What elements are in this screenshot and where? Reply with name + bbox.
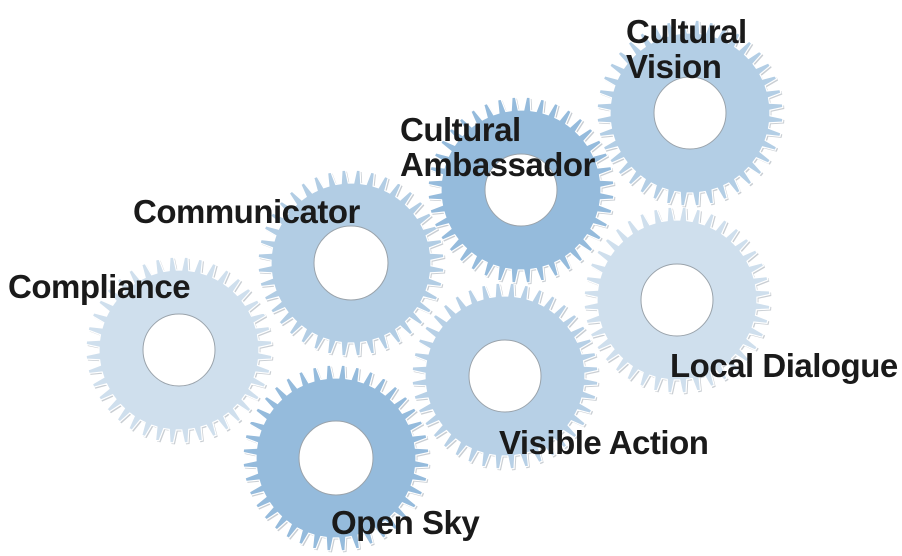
label-line: Local Dialogue	[670, 347, 898, 384]
label-local-dialogue: Local Dialogue	[670, 348, 898, 383]
gear-hole	[298, 420, 374, 496]
gear-visible-action	[411, 282, 600, 471]
label-line: Open Sky	[331, 504, 480, 541]
label-line: Communicator	[133, 193, 360, 230]
label-line: Vision	[626, 48, 722, 85]
gear-hole	[313, 225, 389, 301]
label-compliance: Compliance	[8, 268, 191, 305]
gear-cultural-vision	[596, 19, 785, 208]
label-line: Visible Action	[499, 424, 709, 461]
gear-hole	[142, 313, 216, 387]
label-open-sky: Open Sky	[331, 504, 480, 541]
gear-cultural-ambassador	[427, 96, 616, 285]
gear-hole	[640, 263, 714, 337]
gear-open-sky	[242, 364, 431, 553]
label-line: Cultural	[400, 111, 521, 148]
gear-hole	[653, 76, 727, 150]
label-line: Cultural	[626, 13, 747, 50]
gear-communicator	[257, 169, 446, 358]
label-visible-action: Visible Action	[499, 424, 709, 461]
label-line: Compliance	[8, 268, 191, 305]
label-line: Ambassador	[400, 146, 595, 183]
gear-hole	[468, 339, 542, 413]
gear-local-dialogue	[583, 206, 772, 395]
gear-compliance	[85, 256, 274, 445]
label-communicator: Communicator	[133, 194, 360, 229]
gear-hole	[484, 153, 558, 227]
